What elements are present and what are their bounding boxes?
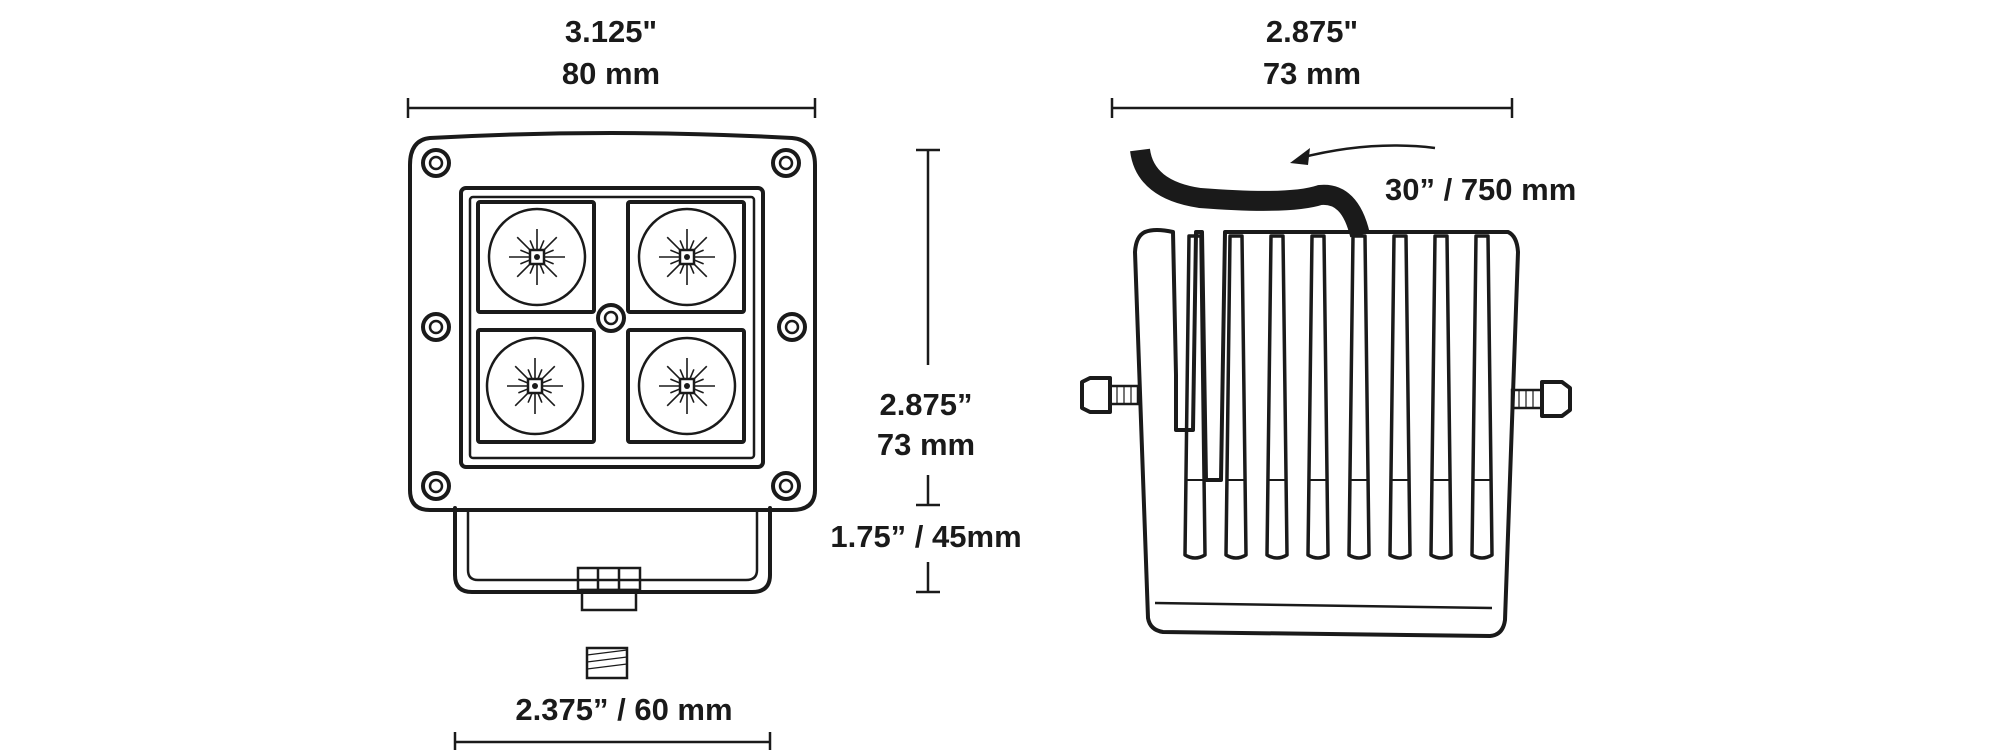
front-height-dimension: 2.875” 73 mm xyxy=(877,148,975,507)
front-height-inches: 2.875” xyxy=(879,387,972,422)
bracket-width-label: 2.375” / 60 mm xyxy=(515,692,732,727)
bolt-thread-icon xyxy=(585,646,629,680)
led-pod-bottom-right xyxy=(626,328,746,444)
led-icon xyxy=(659,229,715,285)
mounting-bracket xyxy=(453,506,772,612)
screw-icon xyxy=(771,148,801,178)
led-pod-bottom-left xyxy=(476,328,596,444)
front-width-inches: 3.125" xyxy=(565,14,657,49)
cable-length-label: 30” / 750 mm xyxy=(1385,172,1576,207)
led-icon xyxy=(507,358,563,414)
front-height-mm: 73 mm xyxy=(877,427,975,462)
arrow-icon xyxy=(1290,148,1310,165)
heatsink-fin xyxy=(1183,234,1207,560)
front-width-mm: 80 mm xyxy=(562,56,660,91)
light-housing xyxy=(408,131,817,512)
right-mount-knob xyxy=(1510,380,1572,418)
vent-icon xyxy=(596,303,626,333)
bracket-width-dimension: 2.375” / 60 mm xyxy=(453,692,772,750)
front-width-dimension: 3.125" 80 mm xyxy=(406,14,817,118)
heatsink-fin xyxy=(1388,234,1412,560)
screw-icon xyxy=(421,312,451,342)
bracket-height-dimension: 1.75” / 45mm xyxy=(830,519,1022,594)
led-icon xyxy=(509,229,565,285)
led-pod-top-right xyxy=(626,200,746,314)
front-view: 3.125" 80 mm xyxy=(406,14,1022,750)
bracket-height-label: 1.75” / 45mm xyxy=(830,519,1021,554)
screw-icon xyxy=(421,471,451,501)
side-housing xyxy=(1133,228,1520,638)
heatsink-fin xyxy=(1306,234,1330,560)
left-mount-knob xyxy=(1080,376,1140,414)
led-icon xyxy=(659,358,715,414)
heatsink-fin xyxy=(1224,234,1248,560)
side-depth-dimension: 2.875" 73 mm xyxy=(1110,14,1514,118)
side-view: 2.875" 73 mm 30” / 750 mm xyxy=(1080,14,1576,638)
power-cable xyxy=(1130,148,1370,238)
heatsink-fin xyxy=(1347,234,1371,560)
heatsink-fin xyxy=(1470,234,1494,560)
led-pod-top-left xyxy=(476,200,596,314)
side-depth-inches: 2.875" xyxy=(1266,14,1358,49)
side-depth-mm: 73 mm xyxy=(1263,56,1361,91)
heatsink-fin xyxy=(1429,234,1453,560)
screw-icon xyxy=(777,312,807,342)
heatsink-fin xyxy=(1265,234,1289,560)
cable-length-callout: 30” / 750 mm xyxy=(1290,144,1576,207)
screw-icon xyxy=(771,471,801,501)
screw-icon xyxy=(421,148,451,178)
